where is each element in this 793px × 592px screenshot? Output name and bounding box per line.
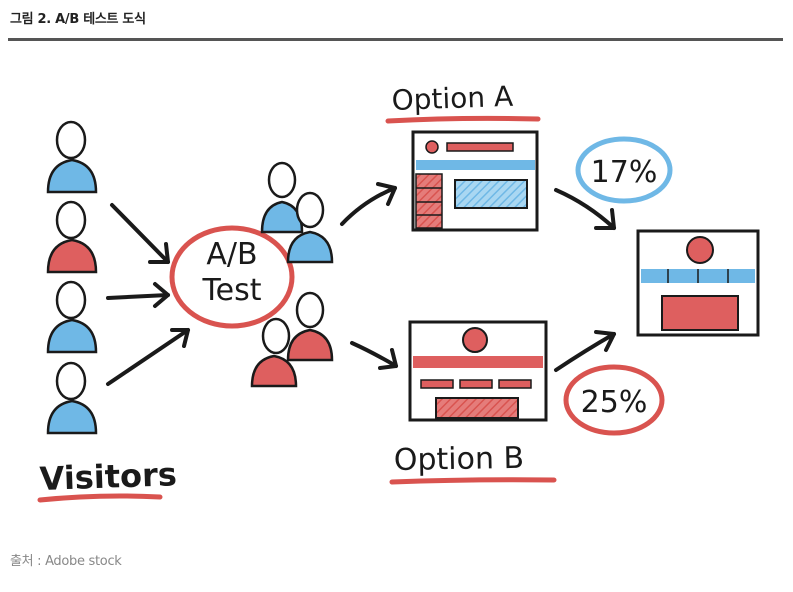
- option-b-underline: [389, 477, 557, 485]
- visitors-underline: [37, 493, 163, 503]
- arrow-b-to-result: [554, 330, 616, 372]
- arrow-to-option-b: [350, 341, 398, 370]
- figure-title: 그림 2. A/B 테스트 도식: [10, 12, 146, 27]
- option-b-rate: 25%: [581, 385, 648, 420]
- option-a-label: Option A: [391, 80, 514, 117]
- ab-test-label-line1: A/B: [206, 237, 257, 272]
- ab-test-label-line2: Test: [201, 273, 261, 308]
- arrow-to-option-a: [340, 182, 397, 226]
- option-a-page-mockup: [411, 130, 539, 232]
- option-b-label: Option B: [394, 441, 525, 478]
- option-a-underline: [385, 115, 541, 124]
- option-a-rate: 17%: [591, 155, 658, 190]
- option-a-rate-circle: [575, 136, 673, 204]
- arrow-a-to-result: [554, 188, 616, 230]
- visitor-arrows: [106, 203, 190, 386]
- visitors-label: Visitors: [39, 455, 178, 498]
- visitor-icon-red: [46, 200, 98, 274]
- figure-source: 출처 : Adobe stock: [10, 554, 122, 569]
- visitor-icon-blue-1: [46, 120, 98, 194]
- group-a-icons: [260, 161, 334, 264]
- group-b-icons: [250, 291, 334, 388]
- option-b-page-mockup: [408, 320, 548, 422]
- option-b-rate-circle: [563, 364, 665, 436]
- title-rule: [8, 38, 783, 41]
- ab-test-circle: [169, 225, 295, 329]
- visitor-icon-blue-3: [46, 361, 98, 435]
- result-page-mockup: [636, 229, 760, 337]
- visitor-icon-blue-2: [46, 280, 98, 354]
